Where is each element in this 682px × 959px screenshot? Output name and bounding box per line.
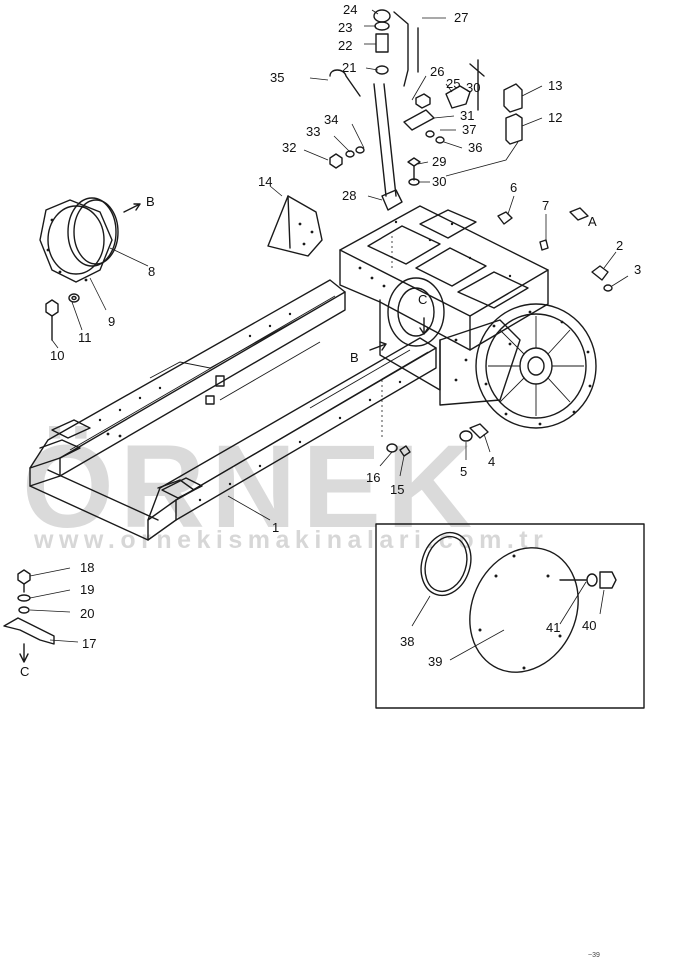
callout-14: 14 [258, 174, 272, 189]
corner-mark: ~39 [588, 952, 600, 959]
view-label-a: A [588, 214, 597, 229]
callout-10: 10 [50, 348, 64, 363]
callout-39: 39 [428, 654, 442, 669]
callout-15: 15 [390, 482, 404, 497]
callout-28: 28 [342, 188, 356, 203]
callout-23: 23 [338, 20, 352, 35]
callout-33: 33 [306, 124, 320, 139]
callout-35: 35 [270, 70, 284, 85]
callout-40: 40 [582, 618, 596, 633]
part-14-shield [267, 195, 323, 257]
callout-18: 18 [80, 560, 94, 575]
callout-27: 27 [454, 10, 468, 25]
callout-31: 31 [460, 108, 474, 123]
bracket-17-assembly [3, 569, 55, 663]
callout-30-top: 30 [466, 80, 480, 95]
callout-38: 38 [400, 634, 414, 649]
view-arrows [123, 203, 429, 351]
callout-26: 26 [430, 64, 444, 79]
callout-37: 37 [462, 122, 476, 137]
callout-2: 2 [616, 238, 623, 253]
bolt-10-washer-11 [45, 293, 80, 341]
callout-30: 30 [432, 174, 446, 189]
main-frame [29, 279, 437, 541]
detail-box [375, 523, 645, 709]
callout-20: 20 [80, 606, 94, 621]
callout-41: 41 [546, 620, 560, 635]
rear-housing [339, 205, 597, 440]
callout-5: 5 [460, 464, 467, 479]
callout-8: 8 [148, 264, 155, 279]
watermark-url: www.ornekismakinalari.com.tr [33, 526, 548, 554]
callout-12: 12 [548, 110, 562, 125]
callout-9: 9 [108, 314, 115, 329]
callout-7: 7 [542, 198, 549, 213]
view-label-c-mid: C [418, 292, 427, 307]
callout-6: 6 [510, 180, 517, 195]
watermark-brand: ÖRNEK [22, 421, 478, 553]
callout-4: 4 [488, 454, 495, 469]
callout-22: 22 [338, 38, 352, 53]
callout-labels: 24 23 22 27 21 35 26 25 30 13 12 31 37 3… [20, 2, 641, 679]
callout-17: 17 [82, 636, 96, 651]
callout-11: 11 [78, 330, 92, 345]
view-label-b-mid: B [350, 350, 359, 365]
callout-29: 29 [432, 154, 446, 169]
callout-13: 13 [548, 78, 562, 93]
callout-21: 21 [342, 60, 356, 75]
callout-1: 1 [272, 520, 279, 535]
callout-34: 34 [324, 112, 338, 127]
view-label-b-top: B [146, 194, 155, 209]
view-label-c-bottom: C [20, 664, 29, 679]
callout-16: 16 [366, 470, 380, 485]
callout-32: 32 [282, 140, 296, 155]
callout-36: 36 [468, 140, 482, 155]
part-ring-and-plate [39, 197, 119, 283]
small-parts-right [386, 207, 613, 457]
leader-lines [29, 9, 629, 661]
callout-24: 24 [343, 2, 357, 17]
callout-25: 25 [446, 76, 460, 91]
pipe-assembly [329, 9, 523, 211]
callout-19: 19 [80, 582, 94, 597]
callout-3: 3 [634, 262, 641, 277]
